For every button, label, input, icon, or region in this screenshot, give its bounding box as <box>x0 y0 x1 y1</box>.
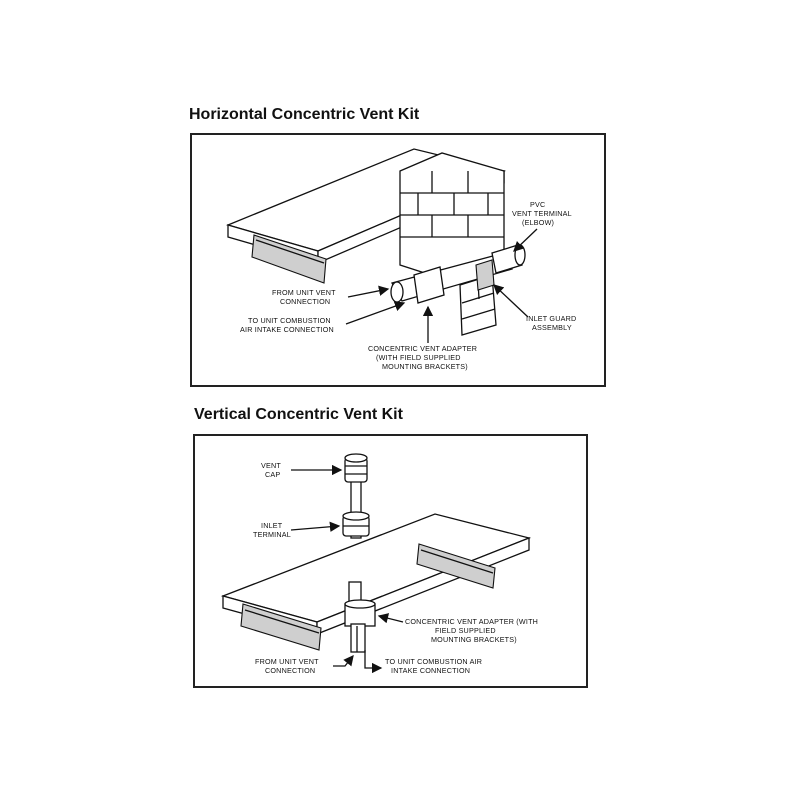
vertical-kit-diagram: VENT CAP INLET TERMINAL CONCENTRIC VENT … <box>220 453 538 675</box>
vertical-kit-panel: VENT CAP INLET TERMINAL CONCENTRIC VENT … <box>193 434 588 688</box>
to-intake-label-2: AIR INTAKE CONNECTION <box>240 325 334 334</box>
vent-cap-label-1: VENT <box>261 461 281 470</box>
inlet-terminal-label-2: TERMINAL <box>253 530 291 539</box>
from-unit-vent-label-2: CONNECTION <box>280 297 330 306</box>
brick-wall <box>399 152 505 336</box>
from-unit-vent-label-v1: FROM UNIT VENT <box>255 657 319 666</box>
from-unit-vent-label-1: FROM UNIT VENT <box>272 288 336 297</box>
inlet-guard-label-2: ASSEMBLY <box>532 323 572 332</box>
vertical-kit-title: Vertical Concentric Vent Kit <box>194 406 403 423</box>
vertical-adapter-label-2: FIELD SUPPLIED <box>435 626 496 635</box>
vent-cap-label-2: CAP <box>265 470 280 479</box>
adapter-label-1: CONCENTRIC VENT ADAPTER <box>368 344 477 353</box>
adapter-label-2: (WITH FIELD SUPPLIED <box>376 353 461 362</box>
adapter-label-3: MOUNTING BRACKETS) <box>382 362 468 371</box>
horizontal-kit-panel: PVC VENT TERMINAL (ELBOW) FROM UNIT VENT… <box>190 133 606 387</box>
pvc-label-3: (ELBOW) <box>522 218 554 227</box>
inlet-terminal-label-1: INLET <box>261 521 283 530</box>
pvc-label-1: PVC <box>530 200 545 209</box>
vertical-adapter-label-1: CONCENTRIC VENT ADAPTER (WITH <box>405 617 538 626</box>
to-intake-label-v2: INTAKE CONNECTION <box>391 666 470 675</box>
concentric-pipe-horizontal <box>390 244 526 304</box>
horizontal-kit-title: Horizontal Concentric Vent Kit <box>189 106 420 123</box>
vertical-adapter-label-3: MOUNTING BRACKETS) <box>431 635 517 644</box>
to-intake-label-v1: TO UNIT COMBUSTION AIR <box>385 657 482 666</box>
from-unit-vent-label-v2: CONNECTION <box>265 666 315 675</box>
pvc-label-2: VENT TERMINAL <box>512 209 572 218</box>
inlet-guard-label-1: INLET GUARD <box>526 314 576 323</box>
to-intake-label-1: TO UNIT COMBUSTION <box>248 316 331 325</box>
concentric-pipe-vertical <box>342 453 376 653</box>
horizontal-kit-diagram: PVC VENT TERMINAL (ELBOW) FROM UNIT VENT… <box>226 148 576 371</box>
